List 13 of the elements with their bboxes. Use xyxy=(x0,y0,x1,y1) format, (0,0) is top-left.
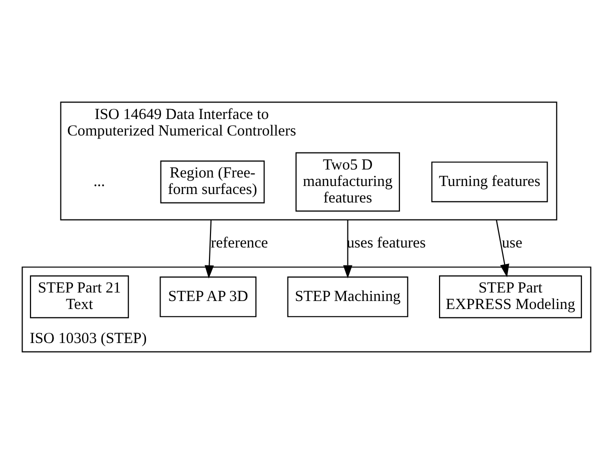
arrow xyxy=(343,220,352,278)
arrow xyxy=(496,220,510,278)
node-box: Turning features xyxy=(431,162,548,202)
arrow xyxy=(204,220,214,279)
node-box: STEP Part EXPRESS Modeling xyxy=(439,275,582,318)
node-box: STEP AP 3D xyxy=(160,276,256,318)
edge-label: reference xyxy=(210,234,268,252)
edge-label: use xyxy=(502,234,522,252)
label: ... xyxy=(93,172,105,190)
node-box: Region (Free-form surfaces) xyxy=(160,160,265,204)
node-box: STEP Machining xyxy=(287,276,408,318)
node-box: STEP Part 21 Text xyxy=(30,275,129,318)
node-box: Two5 D manufacturing features xyxy=(296,152,400,212)
